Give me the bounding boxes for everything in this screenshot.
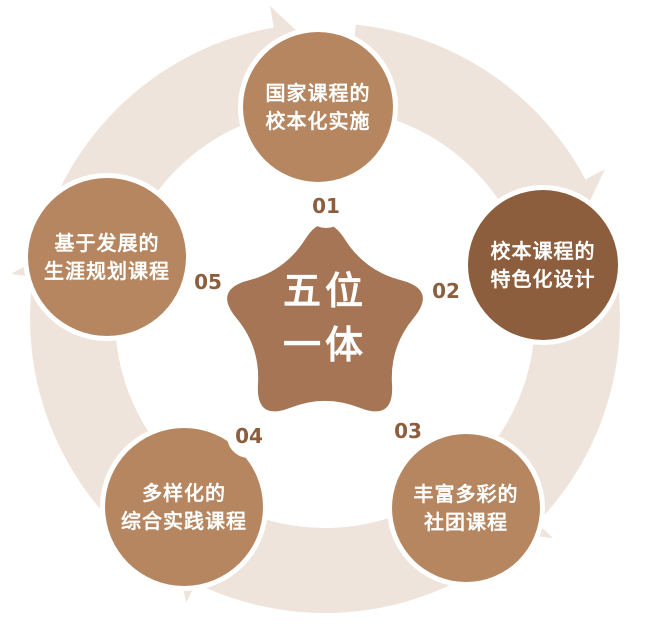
- center-star-shape: [227, 223, 423, 412]
- node-1-circle: [243, 32, 393, 182]
- node-5-label: 基于发展的 生涯规划课程: [44, 231, 170, 283]
- node-4-label: 多样化的 综合实践课程: [121, 481, 247, 533]
- node-3-number: 03: [394, 419, 422, 443]
- node-5-circle: [28, 178, 186, 336]
- center-title: 五位 一体: [282, 269, 367, 367]
- node-2-number: 02: [432, 279, 460, 303]
- node-1-number-badge: [304, 184, 348, 228]
- node-4-circle: [105, 428, 263, 586]
- node-1-label: 国家课程的 校本化实施: [265, 81, 371, 133]
- node-3-circle: [392, 434, 540, 582]
- node-5-number: 05: [194, 270, 222, 294]
- node-1-number: 01: [312, 194, 340, 218]
- node-5-number-badge: [186, 260, 230, 304]
- node-2-label: 校本课程的 特色化设计: [490, 239, 596, 291]
- node-3-number-badge: [386, 409, 430, 453]
- node-2-circle: [468, 190, 618, 340]
- node-2-number-badge: [424, 269, 468, 313]
- node-3-label: 丰富多彩的 社团课程: [413, 482, 519, 534]
- node-4-number: 04: [235, 424, 263, 448]
- node-4-number-badge: [227, 414, 271, 458]
